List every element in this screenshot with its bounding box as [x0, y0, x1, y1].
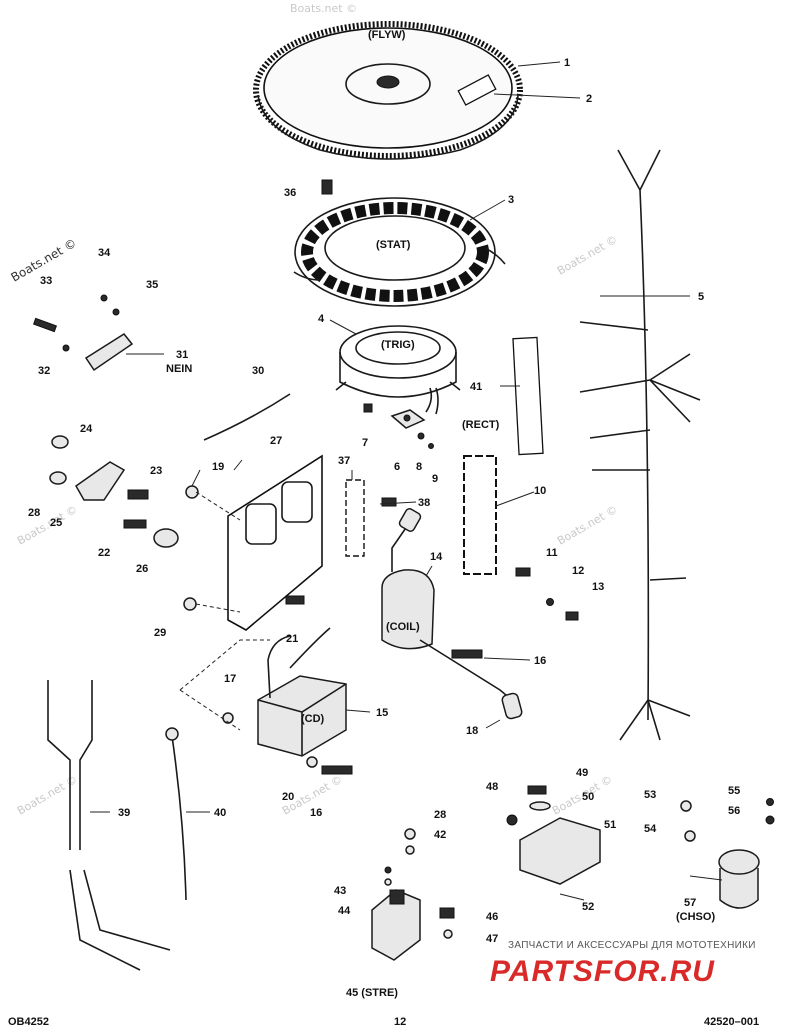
wiring-harness-drawing [579, 149, 701, 741]
part-label: 52 [582, 901, 594, 913]
part-label: 39 [118, 807, 130, 819]
part-label: 46 [486, 911, 498, 923]
part-label: 5 [698, 291, 704, 303]
ground-strap-drawing [203, 393, 291, 441]
part-label: 20 [282, 791, 294, 803]
part-labels: 1 2 3 4 5 6 7 8 9 10 11 12 13 14 15 16 1… [28, 57, 740, 999]
part-label: 14 [430, 551, 443, 563]
part-label: 23 [150, 465, 162, 477]
part-label: 47 [486, 933, 498, 945]
page-number: 12 [394, 1016, 407, 1028]
part-label: 3 [508, 194, 514, 206]
cd-module-drawing: (CD) [179, 627, 353, 775]
part-label: 55 [728, 785, 740, 797]
flywheel-name: (FLYW) [368, 29, 406, 41]
trigger-drawing: (TRIG) [335, 325, 461, 415]
part-label: 21 [286, 633, 298, 645]
part-label: 13 [592, 581, 604, 593]
bracket-drawing [183, 454, 323, 631]
part-label: 35 [146, 279, 158, 291]
mount-bracket-drawing [49, 435, 179, 548]
choke-solenoid-drawing [680, 798, 775, 909]
watermark: Boats.net © [555, 233, 620, 278]
part-label: 45 (STRE) [346, 987, 398, 999]
shop-logo[interactable]: PARTSFOR.RU [490, 955, 715, 988]
small-parts-drawing [32, 179, 333, 372]
part-label: 51 [604, 819, 616, 831]
part-label: 27 [270, 435, 282, 447]
part-label: 34 [98, 247, 111, 259]
part-label: 48 [486, 781, 498, 793]
stator-drawing: (STAT) [293, 197, 506, 307]
part-label: 54 [644, 823, 657, 835]
part-label: 44 [338, 905, 351, 917]
part-label: 18 [466, 725, 478, 737]
cables-drawing [47, 680, 187, 971]
part-label: 41 [470, 381, 482, 393]
coil-drawing: (COIL) [381, 508, 523, 720]
regulator-drawing [506, 785, 601, 885]
part-label: 30 [252, 365, 264, 377]
catalog-number: 42520–001 [704, 1016, 760, 1028]
part-label: 24 [80, 423, 93, 435]
cd-module-name: (CD) [301, 713, 325, 725]
part-label: 42 [434, 829, 446, 841]
part-label: 31 [176, 349, 188, 361]
part-label: 40 [214, 807, 226, 819]
trigger-name: (TRIG) [381, 339, 415, 351]
watermark: Boats.net © [290, 2, 357, 15]
part-label: 8 [416, 461, 422, 473]
part-label: 53 [644, 789, 656, 801]
part-label: 15 [376, 707, 388, 719]
part-label: 17 [224, 673, 236, 685]
part-label: 11 [546, 547, 558, 559]
part-label: 33 [40, 275, 52, 287]
stator-name: (STAT) [376, 239, 411, 251]
part-label: 6 [394, 461, 400, 473]
watermark: Boats.net © [555, 503, 620, 548]
part-label: 38 [418, 497, 430, 509]
part-label: 16 [310, 807, 322, 819]
coil-name: (COIL) [386, 621, 420, 633]
part-label: 16 [534, 655, 546, 667]
shop-caption: ЗАПЧАСТИ И АКСЕССУАРЫ ДЛЯ МОТОТЕХНИКИ [508, 940, 756, 951]
part-label: 2 [586, 93, 592, 105]
part-label: 57 [684, 897, 696, 909]
rectifier-drawing: (RECT) [363, 403, 500, 449]
part-label: 56 [728, 805, 740, 817]
terminal-strip-drawing [345, 455, 579, 621]
part-label: 9 [432, 473, 438, 485]
part-label: 28 [434, 809, 446, 821]
part-label: 25 [50, 517, 62, 529]
rectifier-name: (RECT) [462, 419, 500, 431]
diagram-code: OB4252 [8, 1016, 49, 1028]
starter-solenoid-drawing [371, 828, 455, 961]
part-label: 49 [576, 767, 588, 779]
part-label: 12 [572, 565, 584, 577]
choke-solenoid-name: (CHSO) [676, 911, 715, 923]
part-label: 1 [564, 57, 570, 69]
part-label: 28 [28, 507, 40, 519]
part-label: 19 [212, 461, 224, 473]
part-label: 37 [338, 455, 350, 467]
part-label: 43 [334, 885, 346, 897]
part-label: 22 [98, 547, 110, 559]
flywheel-drawing: (FLYW) [253, 21, 523, 160]
part-label: 4 [318, 313, 325, 325]
part-label: 50 [582, 791, 594, 803]
part-label: 10 [534, 485, 546, 497]
part-label: 26 [136, 563, 148, 575]
part-label: 32 [38, 365, 50, 377]
watermark: Boats.net © [15, 503, 80, 548]
part-label: 36 [284, 187, 296, 199]
part-label: 29 [154, 627, 166, 639]
decal-drawing [512, 336, 544, 456]
part-label: 7 [362, 437, 368, 449]
part-name: NEIN [166, 363, 192, 375]
leader-lines [90, 61, 723, 901]
